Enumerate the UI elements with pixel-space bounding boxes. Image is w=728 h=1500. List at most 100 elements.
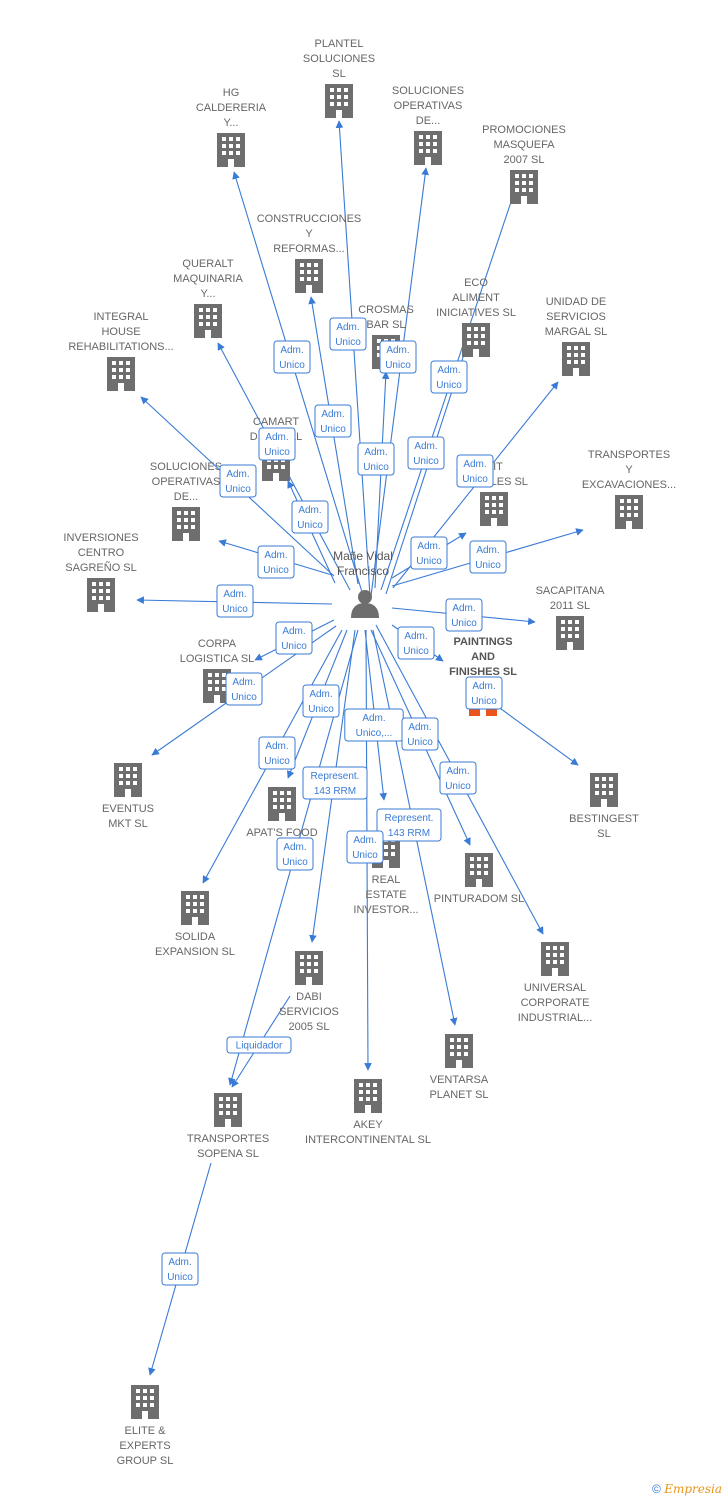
- edge-label[interactable]: Adm.Unico: [346, 830, 384, 864]
- building-icon: [114, 763, 142, 797]
- edge-label[interactable]: Adm.Unico: [456, 454, 494, 488]
- edge-label[interactable]: Adm.Unico: [258, 427, 296, 461]
- edge-label[interactable]: Adm.Unico: [291, 500, 329, 534]
- edge-center-crosmas: [374, 371, 390, 589]
- edge-label[interactable]: Adm.Unico: [225, 672, 263, 706]
- node-label: PINTURADOM SL: [434, 893, 524, 905]
- edge-label[interactable]: Adm.Unico: [273, 340, 311, 374]
- brand-logo[interactable]: Empresia: [664, 1482, 722, 1496]
- edge-label[interactable]: Adm.Unico: [439, 761, 477, 795]
- copyright-symbol: ©: [652, 1482, 661, 1496]
- edge-label[interactable]: Adm.Unico: [401, 717, 439, 751]
- edge-label[interactable]: Adm.Unico: [219, 464, 257, 498]
- building-icon: [510, 170, 538, 204]
- svg-text:Adm.Unico: Adm.Unico: [297, 505, 323, 531]
- edge-center-plantel: [335, 120, 371, 597]
- edge-label[interactable]: Adm.Unico: [357, 442, 395, 476]
- edge-label[interactable]: Adm.Unico,...: [344, 708, 404, 742]
- svg-text:Adm.Unico: Adm.Unico: [363, 447, 389, 473]
- building-icon: [354, 1079, 382, 1113]
- edge-label[interactable]: Adm.Unico: [302, 684, 340, 718]
- edge-label[interactable]: Adm.Unico: [379, 340, 417, 374]
- svg-text:Adm.Unico: Adm.Unico: [416, 541, 442, 567]
- edge-label[interactable]: Adm.Unico: [410, 536, 448, 570]
- node-apats[interactable]: APAT'S FOOD: [246, 787, 318, 839]
- svg-text:Adm.Unico: Adm.Unico: [403, 631, 429, 657]
- svg-text:Adm.Unico: Adm.Unico: [451, 603, 477, 629]
- edge-label[interactable]: Adm.Unico: [430, 360, 468, 394]
- building-icon: [87, 578, 115, 612]
- edge-label[interactable]: Adm.Unico: [275, 621, 313, 655]
- svg-text:Adm.Unico: Adm.Unico: [263, 550, 289, 576]
- svg-text:Adm.Unico,...: Adm.Unico,...: [356, 713, 393, 739]
- building-icon: [615, 495, 643, 529]
- edge-label[interactable]: Adm.Unico: [445, 598, 483, 632]
- svg-text:Adm.Unico: Adm.Unico: [475, 545, 501, 571]
- edge-label[interactable]: Adm.Unico: [469, 540, 507, 574]
- svg-text:Adm.Unico: Adm.Unico: [282, 842, 308, 868]
- edge-label[interactable]: Adm.Unico: [257, 545, 295, 579]
- edge-label[interactable]: Represent.143 RRM: [376, 808, 442, 842]
- svg-text:Represent.143 RRM: Represent.143 RRM: [385, 813, 434, 839]
- edge-label[interactable]: Adm.Unico: [397, 626, 435, 660]
- building-icon: [480, 492, 508, 526]
- svg-text:Liquidador: Liquidador: [236, 1041, 283, 1052]
- edge-label[interactable]: Adm.Unico: [258, 736, 296, 770]
- person-icon: [351, 590, 379, 618]
- building-icon: [295, 259, 323, 293]
- building-icon: [556, 616, 584, 650]
- edge-label[interactable]: Liquidador: [226, 1036, 292, 1054]
- edge-label[interactable]: Adm.Unico: [465, 676, 503, 710]
- edge-label[interactable]: Adm.Unico: [314, 404, 352, 438]
- edge-label[interactable]: Represent.143 RRM: [302, 766, 368, 800]
- building-icon: [172, 507, 200, 541]
- edge-label[interactable]: Adm.Unico: [161, 1252, 199, 1286]
- edge-label[interactable]: Adm.Unico: [407, 436, 445, 470]
- edge-label[interactable]: Adm.Unico: [276, 837, 314, 871]
- edge-label[interactable]: Adm.Unico: [329, 317, 367, 351]
- svg-text:Adm.Unico: Adm.Unico: [264, 741, 290, 767]
- building-icon: [445, 1034, 473, 1068]
- building-icon: [194, 304, 222, 338]
- node-pinturadom[interactable]: PINTURADOM SL: [434, 853, 524, 905]
- edge-label[interactable]: Adm.Unico: [216, 584, 254, 618]
